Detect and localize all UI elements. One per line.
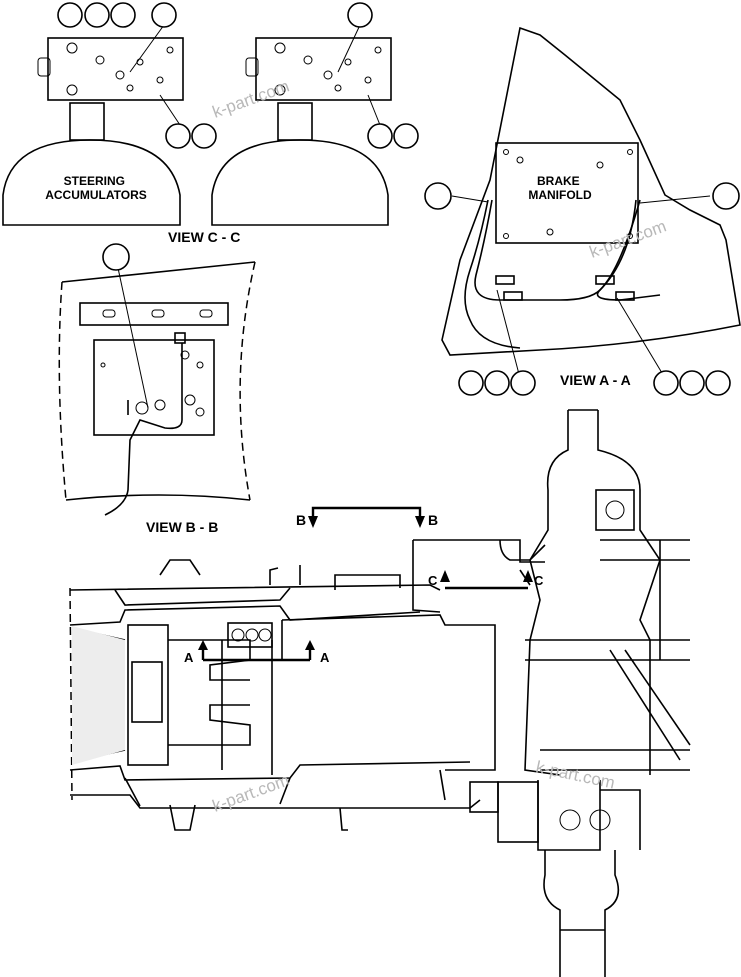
callout-a4[interactable] (484, 370, 510, 396)
callout-c2[interactable] (84, 2, 110, 28)
callout-c1[interactable] (57, 2, 83, 28)
view-a-outline (441, 26, 741, 356)
callout-a1[interactable] (424, 182, 452, 210)
marker-c-left: C (428, 573, 438, 588)
steering-accumulators-line1: STEERING (64, 174, 125, 188)
brake-manifold-label: BRAKE MANIFOLD (528, 174, 592, 202)
marker-b-right: B (428, 512, 438, 528)
view-a-title: VIEW A - A (560, 372, 631, 388)
callout-b1[interactable] (102, 243, 130, 271)
callout-a5[interactable] (510, 370, 536, 396)
marker-a-left: A (184, 650, 194, 665)
callout-c4[interactable] (151, 2, 177, 28)
callout-a8[interactable] (705, 370, 731, 396)
callout-a7[interactable] (679, 370, 705, 396)
view-b-title: VIEW B - B (146, 519, 218, 535)
valve-plate-left (47, 37, 184, 101)
callout-c8[interactable] (367, 123, 393, 149)
main-frame-assembly: B B C C (69, 409, 691, 977)
valve-plate-right (255, 37, 392, 101)
callout-c7[interactable] (191, 123, 217, 149)
view-c-title: VIEW C - C (168, 229, 240, 245)
callout-c3[interactable] (110, 2, 136, 28)
watermark-3: k-part.com (210, 770, 292, 815)
callout-c9[interactable] (393, 123, 419, 149)
callout-a6[interactable] (653, 370, 679, 396)
valve-panel (93, 339, 215, 436)
steering-accumulators-line2: ACCUMULATORS (45, 188, 147, 202)
view-c-section: STEERING ACCUMULATORS VIEW C - C k-part.… (2, 2, 419, 245)
mounting-bracket (79, 302, 229, 326)
watermark-4: k-part.com (534, 757, 616, 792)
watermark-2: k-part.com (587, 216, 669, 261)
accumulator-neck-left (69, 102, 105, 141)
marker-b-left: B (296, 512, 306, 528)
watermark-1: k-part.com (210, 76, 292, 121)
brake-manifold-line1: BRAKE (537, 174, 580, 188)
view-b-section: VIEW B - B (58, 243, 256, 535)
brake-manifold-block (495, 142, 639, 244)
callout-a3[interactable] (458, 370, 484, 396)
brake-manifold-line2: MANIFOLD (528, 188, 592, 202)
callout-c6[interactable] (165, 123, 191, 149)
view-a-section: BRAKE MANIFOLD VIEW A - A k-part.com (424, 26, 741, 396)
steering-accumulator-right (211, 139, 389, 226)
callout-c5[interactable] (347, 2, 373, 28)
callout-a2[interactable] (712, 182, 740, 210)
marker-a-right: A (320, 650, 330, 665)
accumulator-neck-right (277, 102, 313, 141)
steering-accumulators-label: STEERING ACCUMULATORS (45, 174, 147, 202)
marker-c-right: C (534, 573, 544, 588)
